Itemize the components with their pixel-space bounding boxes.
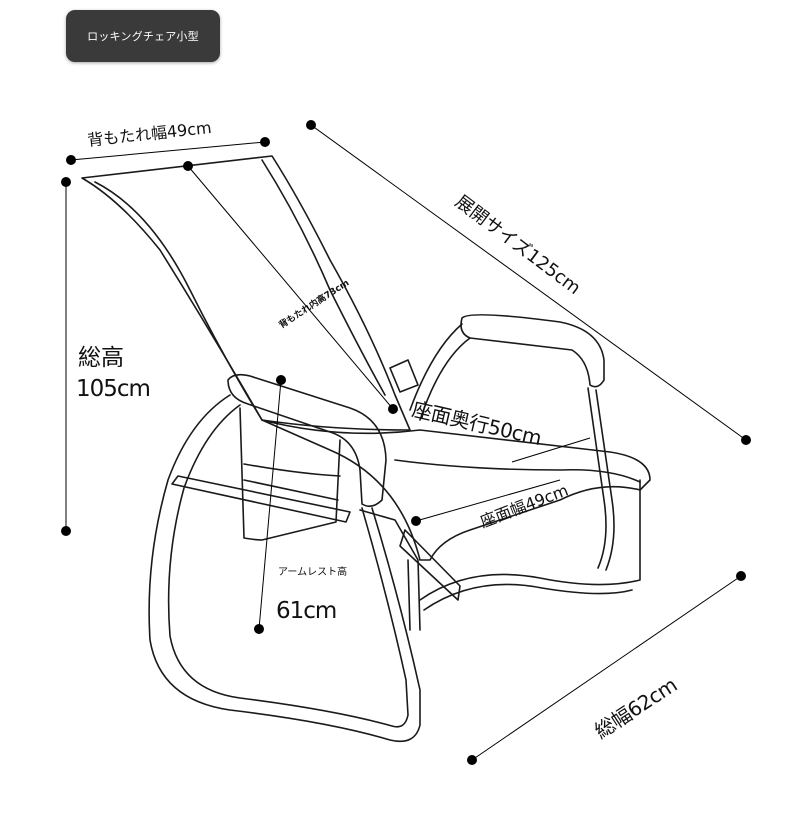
seat-depth-line <box>511 437 591 463</box>
dim-point <box>183 161 193 171</box>
total-width-line <box>471 575 742 761</box>
dim-point <box>741 435 751 445</box>
dim-point <box>306 120 316 130</box>
armrest-height-label: アームレスト高 <box>278 567 348 578</box>
right-armrest <box>460 314 605 388</box>
rear-rocker <box>419 479 641 601</box>
seat-width-line <box>415 479 561 522</box>
dim-point <box>61 526 71 536</box>
product-title-badge: ロッキングチェア小型 <box>66 10 220 62</box>
total-height-label: 総高 <box>78 345 124 371</box>
backrest-sling <box>81 155 411 431</box>
front-rocker <box>148 394 421 743</box>
backrest-width-line <box>70 141 266 161</box>
dim-point <box>388 404 398 414</box>
dim-point <box>467 755 477 765</box>
dim-point <box>254 624 264 634</box>
side-pocket <box>239 407 341 541</box>
dim-point <box>66 155 76 165</box>
dim-point <box>276 375 286 385</box>
left-armrest <box>227 373 387 508</box>
backrest-inner-height-line <box>187 165 394 410</box>
seat-sling <box>261 419 651 561</box>
armrest-height-value: 61cm <box>276 598 337 624</box>
dim-point <box>411 516 421 526</box>
dim-point <box>260 137 270 147</box>
total-height-value: 105cm <box>76 376 151 402</box>
dim-point <box>736 571 746 581</box>
product-title: ロッキングチェア小型 <box>87 30 199 43</box>
armrest-height-line <box>258 379 282 630</box>
unfolded-size-line <box>310 124 747 441</box>
dim-point <box>61 177 71 187</box>
